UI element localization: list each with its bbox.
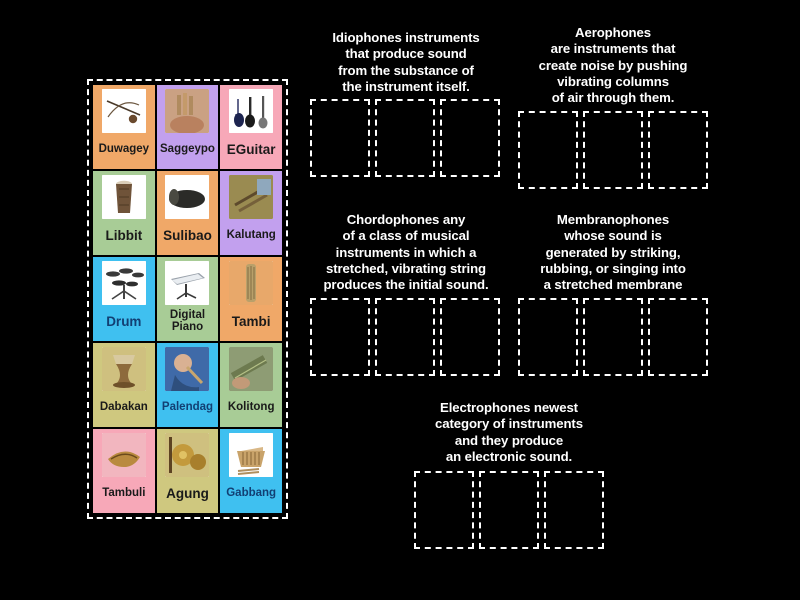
category-membranophones: Membranophones whose sound is generated … (512, 212, 714, 376)
wooden-sticks-image (229, 175, 274, 219)
instrument-card[interactable]: Palendag (156, 343, 219, 427)
instrument-card-label: Gabbang (226, 487, 277, 500)
bamboo-xylophone-image (229, 433, 274, 477)
drop-zone[interactable] (648, 110, 708, 189)
instrument-card-label: Palendag (161, 401, 214, 414)
instrument-card-label: Saggeypo (160, 143, 215, 156)
category-aerophones: Aerophones are instruments that create n… (512, 25, 714, 189)
instrument-card[interactable]: Libbit (93, 171, 155, 255)
drop-zone[interactable] (583, 297, 643, 376)
instrument-card-label: Dabakan (99, 401, 148, 414)
bamboo-tube-zither-image (229, 347, 274, 391)
instrument-card-label: Tambuli (102, 487, 146, 500)
instrument-card[interactable]: Tambuli (93, 429, 155, 513)
drop-zone[interactable] (440, 99, 500, 178)
conical-drum-image (165, 175, 210, 219)
instrument-card-label: EGuitar (226, 142, 276, 158)
instrument-card-label: Duwagey (98, 143, 150, 156)
drop-zone[interactable] (310, 99, 370, 178)
gong-set-image (165, 433, 210, 477)
drop-zone[interactable] (648, 297, 708, 376)
instrument-card-label: Kalutang (226, 229, 276, 242)
instrument-card-label: Kolitong (227, 401, 275, 414)
instrument-card[interactable]: Digital Piano (156, 257, 219, 341)
instrument-card[interactable]: Agung (156, 429, 219, 513)
drop-zone[interactable] (518, 110, 578, 189)
carabao-horn-image (101, 433, 146, 477)
category-aerophones-dropzones (518, 110, 714, 189)
drop-zone[interactable] (479, 471, 539, 550)
instrument-card[interactable]: Duwagey (93, 85, 155, 169)
digital-piano-keyboard-image (165, 261, 210, 305)
drop-zone[interactable] (544, 471, 604, 550)
category-membranophones-description: Membranophones whose sound is generated … (540, 212, 686, 293)
instrument-card-label: Drum (106, 314, 142, 330)
drop-zone[interactable] (375, 297, 435, 376)
instrument-card[interactable]: Drum (93, 257, 155, 341)
instrument-card-label: Agung (166, 486, 209, 502)
instrument-card[interactable]: Kolitong (220, 343, 282, 427)
instrument-card[interactable]: Tambi (220, 257, 282, 341)
instrument-card[interactable]: Sulibao (156, 171, 219, 255)
bamboo-pipes-player-image (165, 89, 210, 133)
tall-drum-image (101, 175, 146, 219)
drop-zone[interactable] (310, 297, 370, 376)
instrument-card-label: Tambi (231, 314, 271, 330)
drop-zone[interactable] (414, 471, 474, 550)
category-aerophones-description: Aerophones are instruments that create n… (538, 25, 688, 106)
category-membranophones-dropzones (518, 297, 714, 376)
instrument-card[interactable]: Kalutang (220, 171, 282, 255)
drop-zone[interactable] (583, 110, 643, 189)
instrument-card[interactable]: Dabakan (93, 343, 155, 427)
bowed-string-instrument-image (101, 89, 146, 133)
bamboo-zither-image (229, 261, 274, 305)
drop-zone[interactable] (440, 297, 500, 376)
instrument-card[interactable]: Gabbang (220, 429, 282, 513)
goblet-drum-image (101, 347, 146, 391)
category-chordophones: Chordophones any of a class of musical i… (306, 212, 506, 376)
electronic-drum-kit-image (101, 261, 146, 305)
category-electrophones-dropzones (409, 471, 609, 550)
instrument-card[interactable]: Saggeypo (156, 85, 219, 169)
category-idiophones-dropzones (310, 99, 506, 178)
category-idiophones: Idiophones instruments that produce soun… (306, 30, 506, 178)
category-electrophones-description: Electrophones newest category of instrum… (435, 400, 583, 465)
instrument-card-label: Sulibao (163, 228, 212, 244)
instrument-card-label: Digital Piano (169, 309, 206, 333)
drop-zone[interactable] (375, 99, 435, 178)
category-chordophones-description: Chordophones any of a class of musical i… (323, 212, 489, 293)
drop-zone[interactable] (518, 297, 578, 376)
instrument-card-label: Libbit (105, 228, 143, 244)
category-chordophones-dropzones (310, 297, 506, 376)
instrument-card[interactable]: EGuitar (220, 85, 282, 169)
electric-guitars-image (229, 89, 274, 133)
bamboo-flute-player-image (165, 347, 210, 391)
category-electrophones: Electrophones newest category of instrum… (409, 400, 609, 550)
category-idiophones-description: Idiophones instruments that produce soun… (332, 30, 480, 95)
